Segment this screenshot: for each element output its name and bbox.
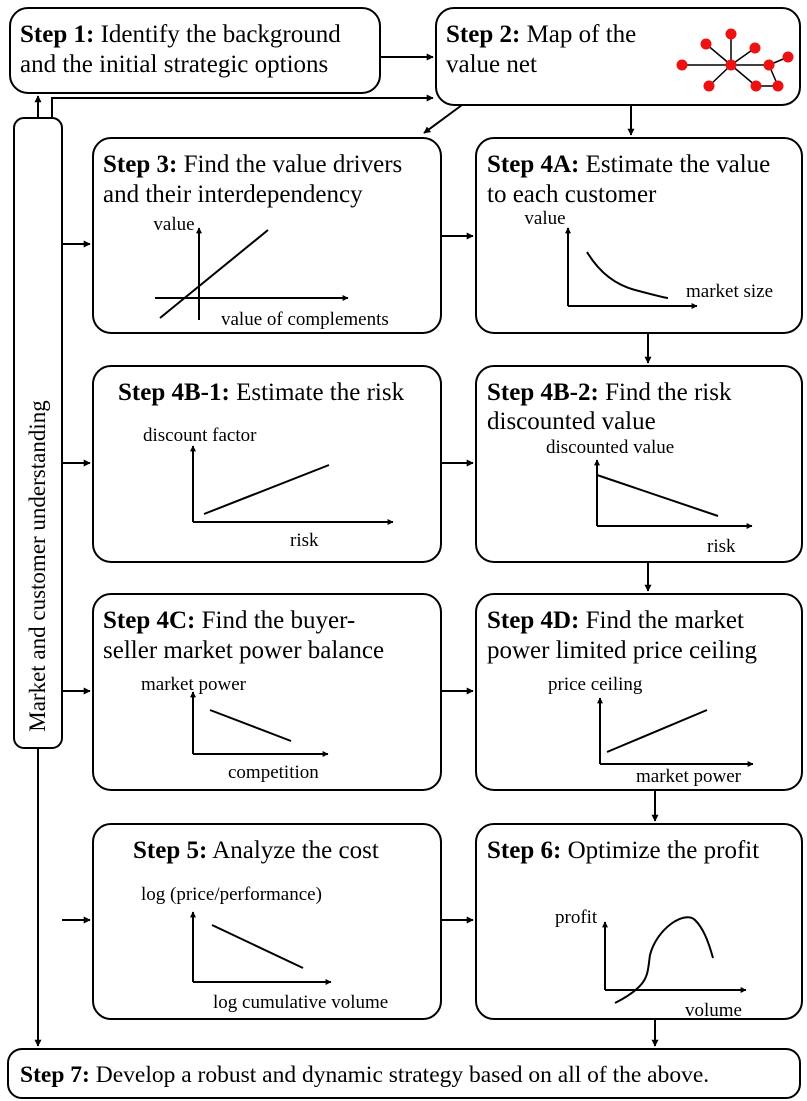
y-axis-label: price ceiling (548, 674, 643, 695)
step-3-title: Step 3: Find the value drivers and their… (103, 151, 409, 208)
y-axis-label: value (153, 214, 194, 235)
y-axis-label: discount factor (143, 425, 257, 446)
x-axis-label: risk (707, 536, 736, 557)
step-4c-box: Step 4C: Find the buyer- seller market p… (92, 593, 442, 791)
step-4d-chart: price ceiling market power (548, 674, 754, 787)
step-2-box: Step 2: Map of the value net (435, 7, 801, 106)
trend-line (209, 709, 292, 742)
step-5-box: Step 5: Analyze the cost log (price/perf… (92, 823, 442, 1020)
step-4b1-title: Step 4B-1: Estimate the risk (118, 379, 405, 406)
x-axis-label: value of complements (221, 309, 389, 330)
step-4c-title: Step 4C: Find the buyer- seller market p… (103, 607, 384, 664)
trend-line (203, 464, 330, 515)
trend-line (159, 229, 269, 319)
value-net-network-icon (676, 28, 794, 92)
trend-line (596, 474, 719, 517)
arrow-sidebar-to-step2 (51, 94, 434, 118)
x-axis-label: competition (228, 762, 319, 783)
step-2-title: Step 2: Map of the value net (446, 21, 643, 78)
x-axis-label: log cumulative volume (213, 992, 388, 1013)
step-5-title: Step 5: Analyze the cost (133, 837, 379, 864)
profit-curve (614, 916, 714, 1004)
step-4b2-title: Step 4B-2: Find the risk discounted valu… (487, 379, 738, 435)
step-1-box: Step 1: Identify the background and the … (9, 7, 381, 94)
step-7-title: Step 7: Develop a robust and dynamic str… (20, 1062, 709, 1088)
step-6-box: Step 6: Optimize the profit profit volum… (475, 823, 803, 1021)
step-4b2-chart: discounted value risk (546, 437, 753, 557)
step-4d-title: Step 4D: Find the market power limited p… (487, 607, 758, 664)
x-axis-label: market power (636, 766, 742, 787)
step-4a-title: Step 4A: Estimate the value to each cust… (487, 151, 777, 208)
step-4a-box: Step 4A: Estimate the value to each cust… (475, 137, 803, 334)
value-curve (586, 251, 669, 299)
step-3-box: Step 3: Find the value drivers and their… (92, 137, 442, 334)
step-1-title: Step 1: Identify the background and the … (20, 21, 347, 78)
arrow-step2-to-step3 (423, 104, 463, 134)
y-axis-label: market power (141, 674, 247, 695)
connector-arrows (34, 53, 659, 1047)
step-4a-chart: value market size (524, 208, 773, 309)
y-axis-label: profit (555, 907, 598, 928)
step-4d-box: Step 4D: Find the market power limited p… (475, 593, 803, 791)
step-4b1-chart: discount factor risk (143, 425, 394, 551)
step-6-title: Step 6: Optimize the profit (487, 837, 759, 864)
step-4b1-box: Step 4B-1: Estimate the risk discount fa… (92, 365, 442, 563)
x-axis-label: risk (290, 530, 319, 551)
y-axis-label: log (price/performance) (141, 884, 322, 905)
trend-line (211, 924, 304, 969)
y-axis-label: value (524, 208, 565, 229)
step-6-chart: profit volume (555, 907, 747, 1021)
y-axis-label: discounted value (546, 437, 674, 458)
x-axis-label: volume (685, 1000, 742, 1021)
step-5-chart: log (price/performance) log cumulative v… (141, 884, 388, 1013)
trend-line (606, 709, 708, 753)
step-7-box: Step 7: Develop a robust and dynamic str… (7, 1048, 801, 1099)
sidebar-market-understanding: Market and customer understanding (13, 117, 63, 749)
sidebar-label: Market and customer understanding (25, 400, 50, 732)
step-4b2-box: Step 4B-2: Find the risk discounted valu… (475, 365, 803, 563)
x-axis-label: market size (686, 281, 773, 302)
step-4c-chart: market power competition (141, 674, 329, 783)
step-3-chart: value value of complements (153, 214, 388, 330)
